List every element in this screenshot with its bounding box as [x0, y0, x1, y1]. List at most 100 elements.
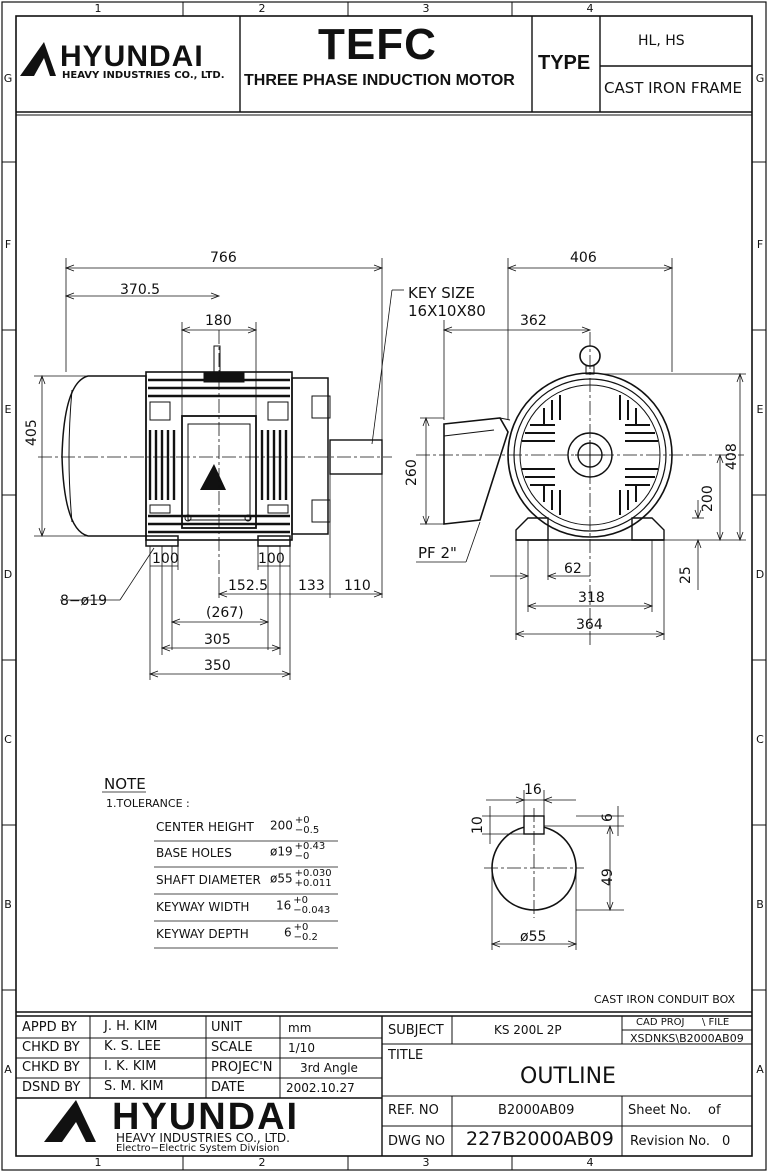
zone-row-a-right: A [756, 1063, 764, 1076]
dim-364: 364 [576, 617, 603, 633]
scale-value: 1/10 [288, 1041, 315, 1055]
front-view [416, 332, 744, 645]
chkd2-label: CHKD BY [22, 1060, 80, 1075]
base-holes-note: 8−ø19 [60, 593, 108, 609]
drawing-title: TEFC [318, 20, 437, 69]
unit-value: mm [288, 1021, 312, 1035]
tol-value-3: 16+0−0.043 [276, 895, 331, 916]
dwg-label: DWG NO [388, 1134, 446, 1149]
dim-front-width: 406 [570, 250, 597, 266]
dim-318: 318 [578, 590, 605, 606]
tol-label-3: KEYWAY WIDTH [156, 900, 250, 914]
zone-row-f: F [4, 238, 12, 251]
ref-value: B2000AB09 [498, 1103, 575, 1118]
header-logo-word: HYUNDAI [60, 40, 204, 73]
dim-base-left: 100 [152, 551, 179, 567]
zone-row-g: G [3, 72, 13, 85]
appd-value: J. H. KIM [104, 1019, 158, 1034]
dim-267: (267) [206, 605, 244, 621]
key-size-value: 16X10X80 [408, 302, 486, 320]
title-logo-word: HYUNDAI [112, 1096, 300, 1138]
zone-col-2-bottom: 2 [258, 1156, 266, 1169]
zone-row-c: C [4, 733, 12, 746]
tol-label-4: KEYWAY DEPTH [156, 927, 249, 941]
dim-133: 133 [298, 578, 325, 594]
note-item: 1.TOLERANCE : [106, 797, 190, 810]
dim-height: 405 [24, 419, 40, 446]
key-size-label: KEY SIZE [408, 284, 475, 302]
tol-value-0: 200+0−0.5 [270, 815, 320, 836]
zone-col-4: 4 [586, 2, 594, 15]
title-logo-triangle-icon [44, 1100, 96, 1142]
dwg-value: 227B2000AB09 [466, 1128, 614, 1150]
dim-shaft-dia: ø55 [520, 929, 547, 945]
tol-value-2: ø55+0.030+0.011 [270, 868, 332, 889]
date-label: DATE [211, 1080, 245, 1095]
side-view [38, 330, 392, 580]
zone-row-a: A [4, 1063, 12, 1076]
cad-label: CAD PROJ [636, 1017, 685, 1028]
zone-row-c-right: C [756, 733, 764, 746]
zone-col-3-bottom: 3 [422, 1156, 430, 1169]
dim-110: 110 [344, 578, 371, 594]
sheet-of: of [708, 1103, 721, 1118]
dim-overall-length: 766 [210, 250, 237, 266]
title-value: OUTLINE [520, 1064, 616, 1089]
dim-305: 305 [204, 632, 231, 648]
subject-label: SUBJECT [388, 1023, 444, 1038]
title-logo-sub1: HEAVY INDUSTRIES CO., LTD. [116, 1131, 290, 1145]
dim-key-height: 10 [470, 816, 486, 834]
zone-row-b: B [4, 898, 12, 911]
type-value: HL, HS [638, 33, 685, 49]
zone-row-g-right: G [755, 72, 765, 85]
zone-row-f-right: F [756, 238, 764, 251]
title-label: TITLE [388, 1048, 424, 1063]
chkd1-value: K. S. LEE [104, 1039, 161, 1054]
tol-label-1: BASE HOLES [156, 846, 232, 860]
subject-value: KS 200L 2P [494, 1023, 562, 1037]
rev-value: 0 [722, 1134, 731, 1149]
proj-label: PROJEC'N [211, 1060, 273, 1075]
dim-shaft-height: 49 [600, 868, 616, 886]
date-value: 2002.10.27 [286, 1081, 355, 1095]
header-logo-sub: HEAVY INDUSTRIES CO., LTD. [62, 70, 225, 81]
chkd1-label: CHKD BY [22, 1040, 80, 1055]
dim-to-center: 370.5 [120, 282, 161, 298]
zone-col-2: 2 [258, 2, 266, 15]
tol-label-2: SHAFT DIAMETER [156, 873, 261, 887]
dsnd-value: S. M. KIM [104, 1079, 164, 1094]
tol-value-1: ø19+0.43−0 [270, 841, 326, 862]
title-block-lines [16, 1011, 752, 1156]
rev-label: Revision No. [630, 1134, 711, 1149]
ref-label: REF. NO [388, 1103, 439, 1118]
dim-center-height: 200 [700, 485, 716, 512]
zone-col-1-bottom: 1 [94, 1156, 102, 1169]
file-label: \ FILE [702, 1017, 730, 1028]
tol-label-0: CENTER HEIGHT [156, 820, 254, 834]
dim-base-thickness: 25 [678, 566, 694, 584]
zone-row-d: D [3, 568, 13, 581]
dim-box-height: 260 [404, 459, 420, 486]
shaft-section [482, 790, 624, 950]
dsnd-label: DSND BY [22, 1080, 81, 1095]
drawing-subtitle: THREE PHASE INDUCTION MOTOR [244, 72, 515, 89]
dim-key-depth: 6 [600, 813, 616, 822]
title-logo-sub2: Electro−Electric System Division [116, 1143, 280, 1154]
dim-152: 152.5 [228, 578, 269, 594]
frame-label: CAST IRON FRAME [604, 79, 742, 97]
sheet-label: Sheet No. [628, 1103, 692, 1118]
zone-col-3: 3 [422, 2, 430, 15]
chkd2-value: I. K. KIM [104, 1059, 157, 1074]
note-title: NOTE [104, 775, 146, 793]
proj-value: 3rd Angle [300, 1061, 358, 1075]
dim-base-right: 100 [258, 551, 285, 567]
pf-note: PF 2" [418, 544, 457, 562]
dim-to-box: 362 [520, 313, 547, 329]
dim-62: 62 [564, 561, 582, 577]
zone-col-1: 1 [94, 2, 102, 15]
zone-row-e-right: E [756, 403, 764, 416]
appd-label: APPD BY [22, 1020, 77, 1035]
conduit-note: CAST IRON CONDUIT BOX [594, 993, 736, 1006]
